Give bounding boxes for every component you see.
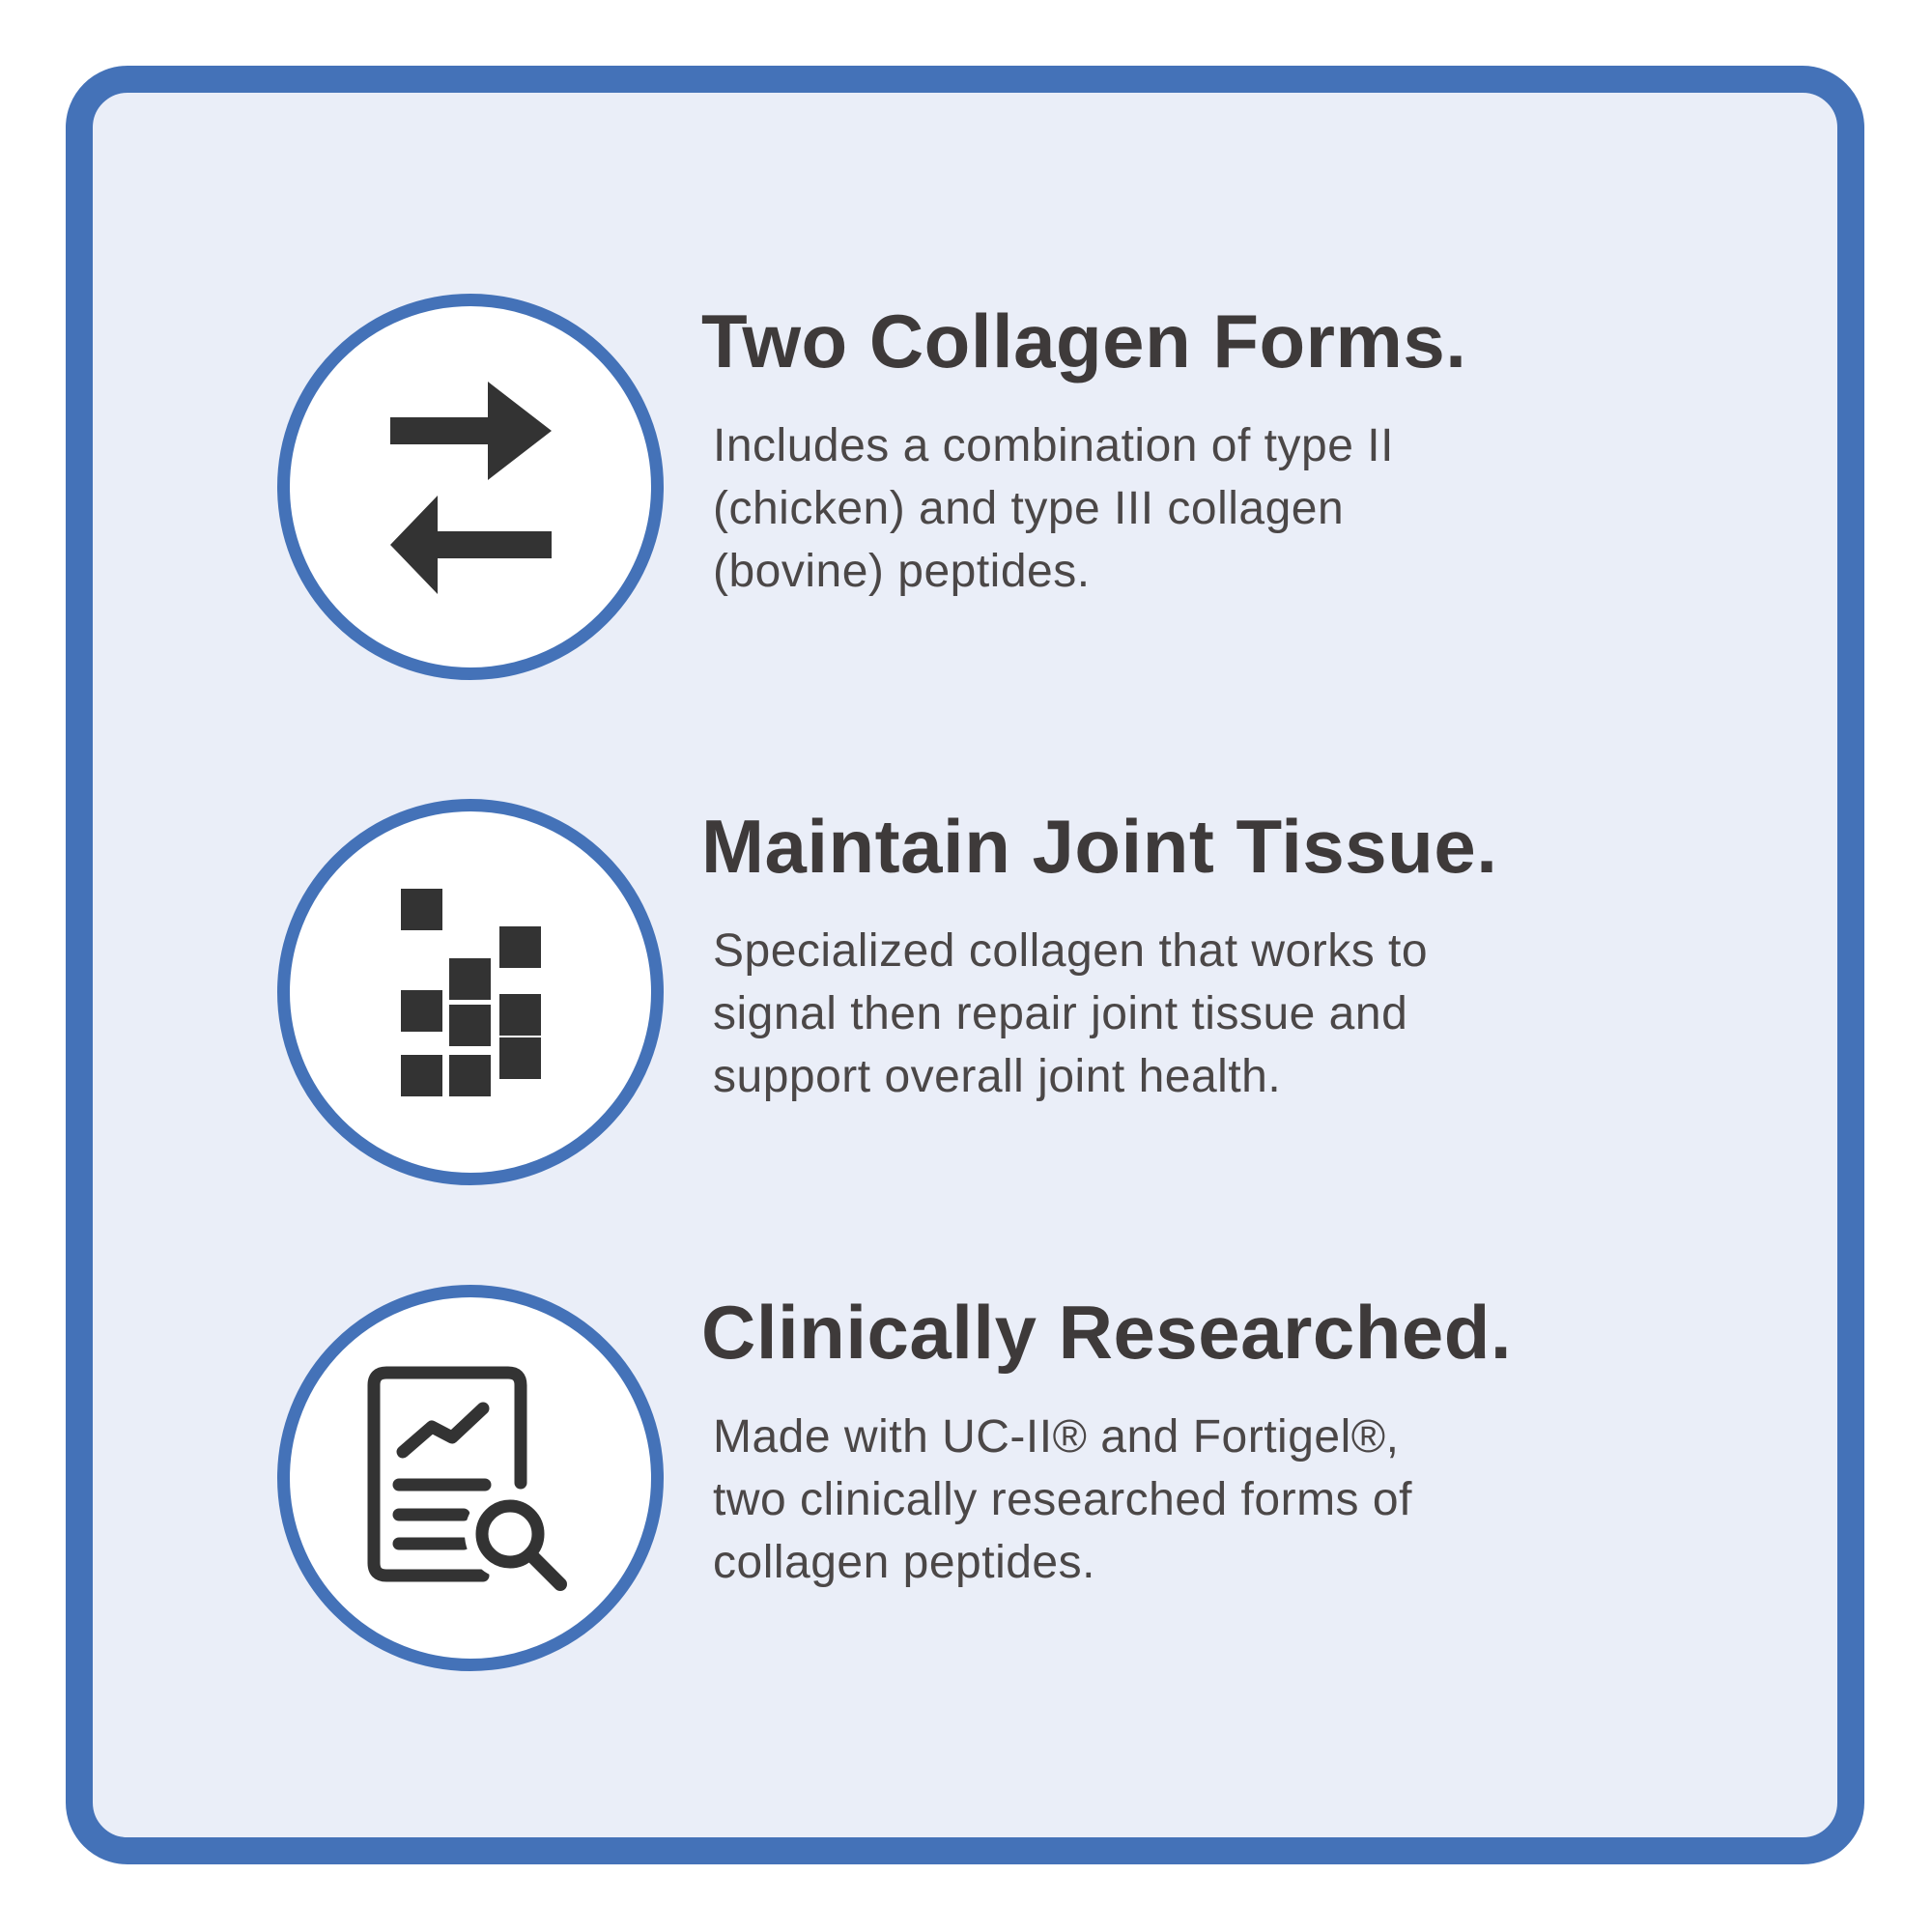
feature-row-two-collagen-forms: Two Collagen Forms. Includes a combinati…	[277, 294, 1760, 680]
feature-text-block: Two Collagen Forms. Includes a combinati…	[701, 294, 1629, 603]
feature-text-block: Maintain Joint Tissue. Specialized colla…	[701, 799, 1629, 1108]
benefits-card: Two Collagen Forms. Includes a combinati…	[66, 66, 1864, 1864]
document-search-icon-circle	[277, 1285, 664, 1671]
transfer-arrows-icon	[389, 382, 552, 594]
feature-row-clinically-researched: Clinically Researched. Made with UC-II® …	[277, 1285, 1760, 1671]
feature-description-line: Includes a combination of type II	[713, 420, 1394, 472]
feature-description-line: Specialized collagen that works to	[713, 925, 1429, 978]
feature-description: Includes a combination of type II (chick…	[701, 414, 1629, 603]
document-search-icon	[367, 1366, 567, 1591]
feature-title: Two Collagen Forms.	[701, 298, 1467, 384]
feature-row-maintain-joint-tissue: Maintain Joint Tissue. Specialized colla…	[277, 799, 1760, 1185]
feature-description-line: (chicken) and type III collagen	[713, 483, 1345, 535]
feature-description-line: support overall joint health.	[713, 1051, 1282, 1103]
feature-title: Maintain Joint Tissue.	[701, 804, 1498, 889]
feature-description-line: (bovine) peptides.	[713, 546, 1091, 598]
feature-text-block: Clinically Researched. Made with UC-II® …	[701, 1285, 1629, 1594]
feature-description: Specialized collagen that works to signa…	[701, 920, 1629, 1108]
feature-description-line: Made with UC-II® and Fortigel®,	[713, 1411, 1400, 1463]
feature-title: Clinically Researched.	[701, 1290, 1513, 1375]
pixel-blocks-icon-circle	[277, 799, 664, 1185]
feature-description-line: signal then repair joint tissue and	[713, 988, 1408, 1040]
transfer-arrows-icon-circle	[277, 294, 664, 680]
feature-description: Made with UC-II® and Fortigel®, two clin…	[701, 1406, 1629, 1594]
feature-description-line: collagen peptides.	[713, 1537, 1095, 1589]
feature-description-line: two clinically researched forms of	[713, 1474, 1412, 1526]
pixel-blocks-icon	[400, 888, 541, 1096]
